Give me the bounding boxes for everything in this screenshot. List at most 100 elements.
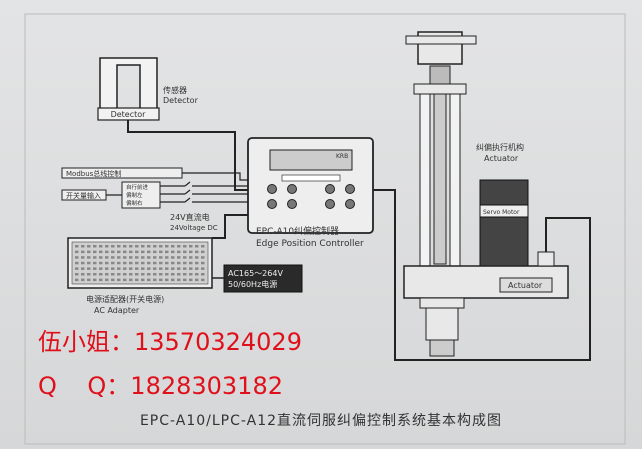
vent-slot	[135, 256, 139, 259]
vent-slot	[141, 250, 145, 254]
vent-slot	[75, 267, 79, 270]
vent-slot	[153, 256, 157, 259]
vent-slot	[189, 273, 193, 276]
vent-slot	[153, 245, 157, 248]
vent-slot	[183, 273, 187, 276]
controller-brand: KRB	[336, 153, 348, 160]
vent-slot	[135, 261, 139, 265]
vent-slot	[159, 273, 163, 276]
controller-cn-label: EPC-A10纠偏控制器	[256, 225, 339, 237]
vent-slot	[87, 250, 91, 254]
detector-cable	[127, 120, 248, 191]
vent-slot	[99, 278, 103, 282]
vent-slot	[135, 273, 139, 276]
vent-slot	[159, 245, 163, 248]
vent-slot	[153, 273, 157, 276]
vent-slot	[123, 256, 127, 259]
vent-slot	[153, 267, 157, 270]
vent-slot	[201, 273, 205, 276]
ac-line-2: 50/60Hz电源	[228, 279, 277, 289]
vent-slot	[189, 267, 193, 270]
vent-slot	[171, 250, 175, 254]
switch-2-label: 偏制左	[126, 191, 143, 199]
vent-slot	[171, 261, 175, 265]
vent-slot	[189, 245, 193, 248]
vent-slot	[87, 256, 91, 259]
vent-slot	[153, 261, 157, 265]
vent-slot	[141, 273, 145, 276]
vent-slot	[87, 267, 91, 270]
vent-slot	[129, 245, 133, 248]
vent-slot	[111, 273, 115, 276]
vent-slot	[183, 267, 187, 270]
vent-slot	[153, 278, 157, 282]
vent-slot	[189, 256, 193, 259]
vent-slot	[117, 278, 121, 282]
vent-slot	[201, 250, 205, 254]
vent-slot	[123, 250, 127, 254]
controller-en-label: Edge Position Controller	[256, 239, 364, 249]
vent-slot	[195, 273, 199, 276]
vent-slot	[183, 278, 187, 282]
vent-slot	[81, 261, 85, 265]
actuator-en-label: Actuator	[484, 154, 519, 163]
vent-slot	[123, 261, 127, 265]
vent-slot	[189, 250, 193, 254]
vent-slot	[123, 273, 127, 276]
vent-slot	[135, 267, 139, 270]
vent-slot	[201, 261, 205, 265]
switch-1-label: 自行前进	[126, 183, 149, 191]
ac-input-box	[223, 264, 303, 293]
dc-cable	[212, 214, 248, 239]
vent-slot	[165, 267, 169, 270]
modbus-label: Modbus总线控制	[66, 169, 121, 178]
vent-slot	[117, 261, 121, 265]
actuator-assembly	[403, 31, 569, 357]
page-frame	[24, 13, 626, 445]
vent-slot	[99, 261, 103, 265]
controller-display	[269, 149, 353, 171]
vent-slot	[105, 245, 109, 248]
vent-slot	[165, 273, 169, 276]
vent-slot	[117, 267, 121, 270]
switch-input-label: 开关量输入	[66, 191, 101, 200]
sensor-cn-label: 传感器	[163, 85, 187, 95]
vent-slot	[105, 250, 109, 254]
vent-slot	[93, 261, 97, 265]
dc-cn-label: 24V直流电	[170, 212, 210, 222]
vent-slot	[195, 278, 199, 282]
vent-slot	[117, 245, 121, 248]
vent-slot	[171, 267, 175, 270]
vent-slot	[141, 278, 145, 282]
vent-slot	[129, 267, 133, 270]
vent-slot	[87, 261, 91, 265]
vent-slot	[171, 245, 175, 248]
ac-line-1: AC165～264V	[228, 269, 283, 278]
vent-slot	[147, 256, 151, 259]
vent-slot	[99, 273, 103, 276]
vent-slot	[105, 267, 109, 270]
vent-slot	[141, 256, 145, 259]
vent-slot	[111, 256, 115, 259]
actuator-cn-label: 纠偏执行机构	[476, 142, 524, 152]
vent-slot	[81, 245, 85, 248]
vent-slot	[81, 273, 85, 276]
vent-slot	[159, 250, 163, 254]
vent-slot	[93, 245, 97, 248]
vent-slot	[81, 278, 85, 282]
vent-slot	[111, 250, 115, 254]
vent-slot	[195, 267, 199, 270]
vent-slot	[159, 261, 163, 265]
vent-slot	[93, 278, 97, 282]
detector-inner-label: Detector	[111, 110, 147, 119]
vent-slot	[159, 256, 163, 259]
vent-slot	[93, 273, 97, 276]
detector: Detector	[97, 57, 160, 121]
vent-slot	[195, 245, 199, 248]
vent-slot	[141, 261, 145, 265]
vent-slot	[183, 245, 187, 248]
vent-slot	[141, 267, 145, 270]
vent-slot	[177, 261, 181, 265]
